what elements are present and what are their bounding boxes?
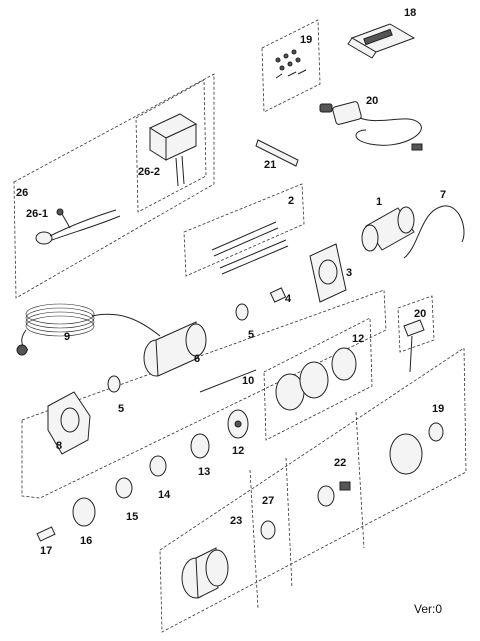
part-label: 5 — [248, 329, 255, 341]
part-label: 2 — [288, 195, 295, 207]
part-11-ring-gear-icon — [275, 347, 357, 411]
part-label: 19 — [300, 34, 313, 46]
part-label: 18 — [404, 7, 417, 19]
part-6-drum-icon — [143, 321, 207, 377]
part-label: 20 — [366, 95, 379, 107]
part-label: 6 — [194, 353, 201, 365]
part-label: 20 — [414, 308, 427, 320]
part-4-coupler-icon — [269, 287, 287, 303]
part-16-gear-icon — [72, 497, 96, 527]
part-label: 21 — [264, 159, 277, 171]
part-3-end-plate-icon — [309, 243, 347, 303]
version-label: Ver:0 — [414, 602, 443, 616]
part-9-wire-rope-icon — [16, 303, 161, 356]
part-25-hand-strap-icon — [255, 139, 299, 167]
part-label: 19 — [432, 403, 445, 415]
group-box-11 — [263, 317, 373, 441]
part-21-gear-assembly-icon — [181, 547, 229, 599]
part-label: 1 — [376, 196, 383, 208]
group-box-18 — [397, 295, 435, 353]
divider-19 — [355, 411, 365, 549]
part-label: 13 — [198, 466, 211, 478]
part-label: 12 — [232, 445, 245, 457]
part-22-fairlead-icon — [347, 23, 416, 59]
group-box-23 — [261, 19, 321, 113]
part-label: 26-2 — [138, 166, 161, 178]
part-label: 26 — [16, 187, 29, 199]
part-label: 10 — [242, 375, 255, 387]
part-label: 14 — [158, 489, 171, 501]
part-14-gear-icon — [149, 455, 167, 477]
part-label: 9 — [64, 331, 71, 343]
part-15-gear-icon — [115, 477, 133, 499]
part-label: 12 — [352, 333, 365, 345]
group-box-26-2 — [135, 79, 207, 213]
part-20-brake-icon — [317, 481, 351, 507]
part-2-tie-rods-icon — [211, 221, 289, 275]
part-18-clutch-knob-icon — [403, 319, 425, 373]
group-box-2 — [183, 183, 305, 277]
part-label: 22 — [334, 457, 347, 469]
part-label: 17 — [40, 545, 53, 557]
part-19-end-housing-icon — [389, 422, 444, 475]
part-1-motor-icon — [361, 206, 415, 252]
part-26-2-contactor-icon — [148, 113, 198, 187]
divider-27 — [249, 469, 259, 609]
part-7-drum-support-icon — [47, 391, 91, 455]
part-26-1-wiring-icon — [35, 208, 121, 245]
part-5-bushing-upper-icon — [235, 303, 249, 321]
group-box-26 — [13, 73, 215, 299]
part-label: 27 — [262, 495, 275, 507]
divider-20 — [285, 457, 293, 589]
part-label: 3 — [346, 267, 353, 279]
part-13-ring-icon — [190, 433, 210, 459]
part-label: 26-1 — [26, 208, 49, 220]
part-label: 5 — [118, 403, 125, 415]
part-label: 4 — [285, 293, 292, 305]
part-12-carrier-icon — [227, 409, 249, 439]
part-5-bushing-lower-icon — [107, 375, 121, 393]
part-24-remote-control-icon — [319, 101, 423, 151]
part-label: 15 — [126, 511, 139, 523]
part-label: 16 — [80, 535, 93, 547]
part-27-spacer-icon — [260, 520, 276, 540]
part-label: 8 — [56, 440, 63, 452]
part-17-bolt-icon — [36, 526, 56, 542]
part-10-shaft-icon — [199, 369, 257, 393]
part-label: 7 — [440, 189, 447, 201]
group-box-main-housing — [21, 289, 387, 499]
part-8-cable-icon — [403, 205, 465, 259]
part-label: 23 — [230, 515, 243, 527]
part-23-bolts-icon — [275, 49, 307, 79]
